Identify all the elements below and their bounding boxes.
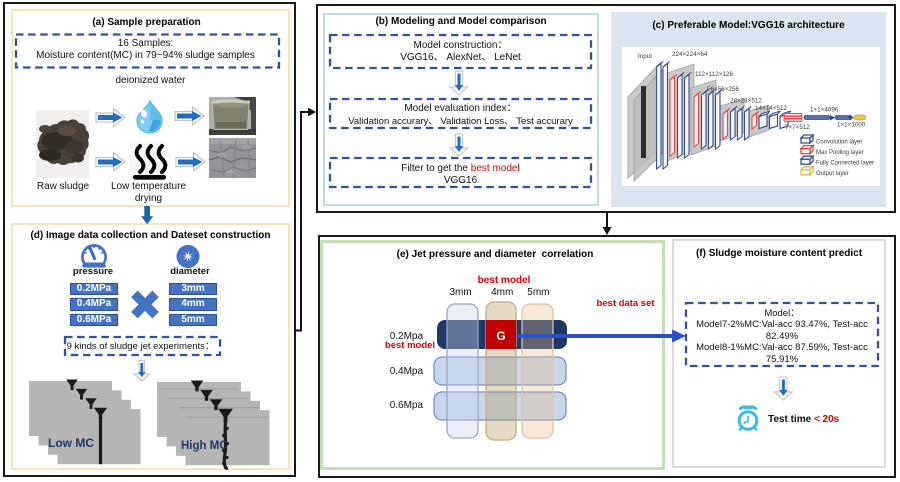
svg-text:14×14×512: 14×14×512 — [755, 105, 787, 112]
svg-text:Low MC: Low MC — [48, 436, 94, 450]
svg-text:Output layer: Output layer — [816, 171, 849, 177]
svg-text:High MC: High MC — [181, 440, 228, 452]
svg-text:1×1×4096: 1×1×4096 — [810, 107, 839, 114]
svg-text:Convolution layer: Convolution layer — [816, 139, 862, 145]
svg-text:Max Pooling layer: Max Pooling layer — [816, 150, 864, 156]
svg-text:7×7×512: 7×7×512 — [785, 124, 810, 131]
svg-text:56×56×256: 56×56×256 — [707, 86, 739, 93]
svg-text:Input: Input — [638, 53, 652, 60]
svg-text:1×1×1000: 1×1×1000 — [837, 122, 866, 129]
svg-text:28×28×512: 28×28×512 — [730, 98, 762, 105]
svg-text:112×112×128: 112×112×128 — [695, 71, 733, 78]
svg-text:Fully Connected layer: Fully Connected layer — [816, 161, 874, 167]
svg-text:224×224×64: 224×224×64 — [672, 51, 708, 58]
svg-text:G: G — [496, 329, 505, 343]
